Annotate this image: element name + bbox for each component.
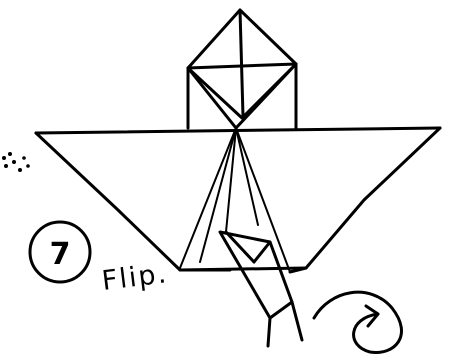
flip-arrow-icon <box>314 292 401 352</box>
motion-dots <box>2 152 30 172</box>
step-number: 7 <box>50 237 71 272</box>
step-number-badge: 7 <box>30 222 90 282</box>
upper-diamond <box>188 10 296 118</box>
triangle-body <box>36 128 440 272</box>
tail-flap <box>220 232 302 346</box>
